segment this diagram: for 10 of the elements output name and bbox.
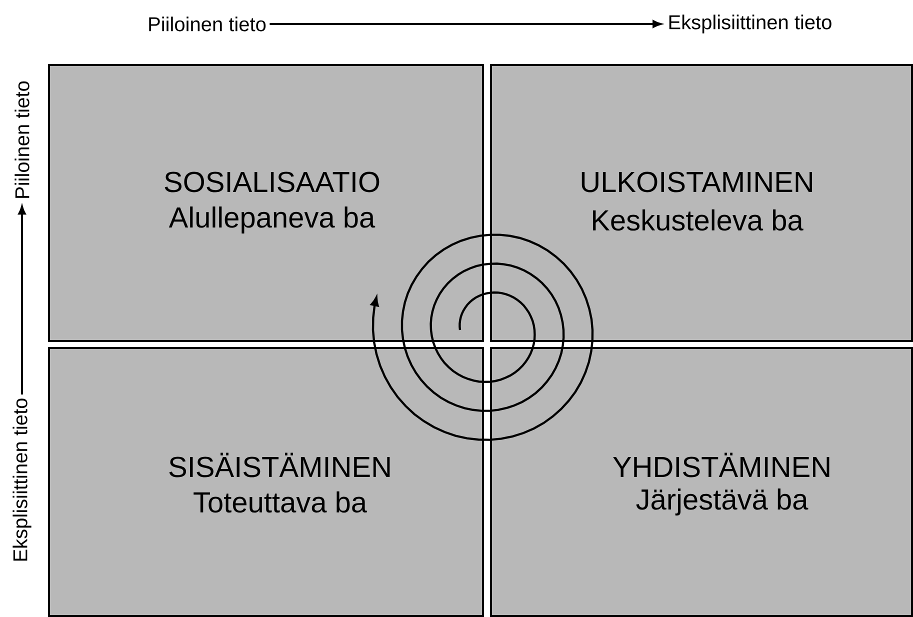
quadrant-box: SOSIALISAATIO Alullepaneva ba (48, 64, 484, 342)
axis-label: Piiloinen tieto (149, 16, 266, 32)
axis-label: Eksplisiittinen tieto (669, 14, 832, 34)
arrow (270, 20, 662, 28)
quadrant-box: YHDISTÄMINEN Järjestävä ba (490, 347, 913, 617)
axis-label: Eksplisiittinen tieto (12, 398, 32, 561)
arrow (18, 206, 26, 395)
quadrant-box: SISÄISTÄMINEN Toteuttava ba (48, 347, 484, 617)
axis-label: Piiloinen tieto (14, 81, 30, 198)
quadrant-box: ULKOISTAMINEN Keskusteleva ba (490, 64, 913, 342)
